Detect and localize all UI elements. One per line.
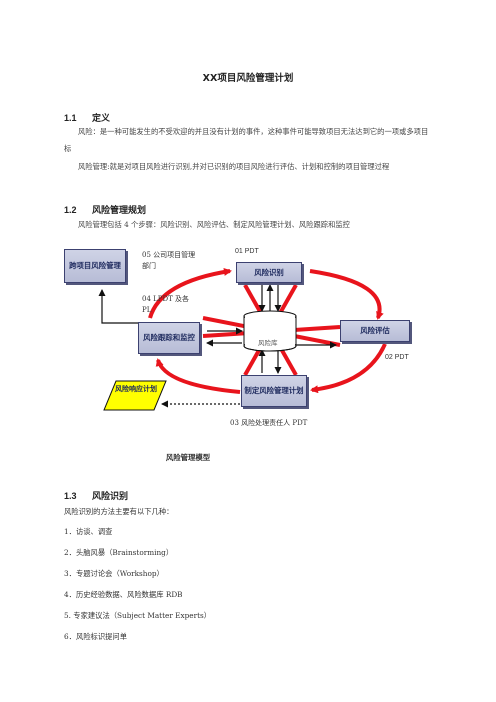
section-title: 风险识别 bbox=[92, 491, 129, 501]
label-01: 01 PDT bbox=[235, 248, 259, 255]
box-cross-project-risk: 跨项目风险管理 bbox=[64, 249, 126, 283]
section-heading-1-2: 1.2 风险管理规划 bbox=[64, 203, 146, 216]
label-02: 02 PDT bbox=[385, 354, 409, 361]
identify-intro: 风险识别的方法主要有以下几种： bbox=[64, 507, 174, 516]
section-number: 1.1 bbox=[64, 113, 77, 123]
section-number: 1.2 bbox=[64, 205, 77, 215]
diagram-caption: 风险管理模型 bbox=[165, 453, 211, 462]
database-icon bbox=[243, 310, 297, 352]
section-number: 1.3 bbox=[64, 491, 77, 501]
label-03: 03 风险处理责任人 PDT bbox=[230, 419, 308, 427]
arrow-track-to-crossteam bbox=[98, 289, 138, 324]
definition-risk: 风险：是一种可能发生的不受欢迎的并且没有计划的事件，这种事件可能导致项目无法达到… bbox=[64, 127, 429, 153]
label-05: 05 公司项目管理部门 bbox=[142, 251, 196, 270]
section-heading-1-3: 1.3 风险识别 bbox=[64, 489, 128, 502]
cycle-arc-plan-track bbox=[155, 358, 241, 394]
list-item: 1．访谈、调查 bbox=[64, 527, 113, 536]
page-title: XX项目风险管理计划 bbox=[202, 73, 294, 84]
cycle-arc-identify-assess bbox=[309, 269, 384, 320]
box-risk-assess: 风险评估 bbox=[340, 320, 410, 342]
section-heading-1-1: 1.1 定义 bbox=[64, 111, 110, 124]
label-04: 04 LPDT 及各 PL bbox=[142, 295, 189, 314]
section-title: 定义 bbox=[92, 113, 111, 123]
planning-steps: 风险管理包括 4 个步骤：风险识别、风险评估、制定风险管理计划、风险跟踪和监控 bbox=[78, 220, 350, 229]
section-title: 风险管理规划 bbox=[92, 205, 147, 215]
list-item: 5. 专家建议法（Subject Matter Experts） bbox=[64, 611, 212, 620]
definition-risk-management: 风险管理:就是对项目风险进行识别,并对已识别的项目风险进行评估、计划和控制的项目… bbox=[78, 162, 390, 171]
box-risk-identify: 风险识别 bbox=[236, 262, 302, 283]
list-item: 6．风险标识提问单 bbox=[64, 632, 128, 641]
response-plan-label: 风险响应计划 bbox=[115, 385, 157, 393]
database-label: 风险库 bbox=[258, 339, 278, 347]
cycle-arc-track-identify bbox=[148, 267, 232, 319]
list-item: 2．头脑风暴（Brainstorming） bbox=[64, 548, 174, 557]
box-risk-track: 风险跟踪和监控 bbox=[138, 322, 200, 354]
list-item: 3．专题讨论会（Workshop） bbox=[64, 569, 164, 578]
box-risk-plan: 制定风险管理计划 bbox=[241, 375, 307, 407]
list-item: 4．历史经验数据、风险数据库 RDB bbox=[64, 590, 183, 599]
response-shape bbox=[103, 380, 167, 411]
cycle-arc-assess-plan bbox=[310, 343, 387, 394]
